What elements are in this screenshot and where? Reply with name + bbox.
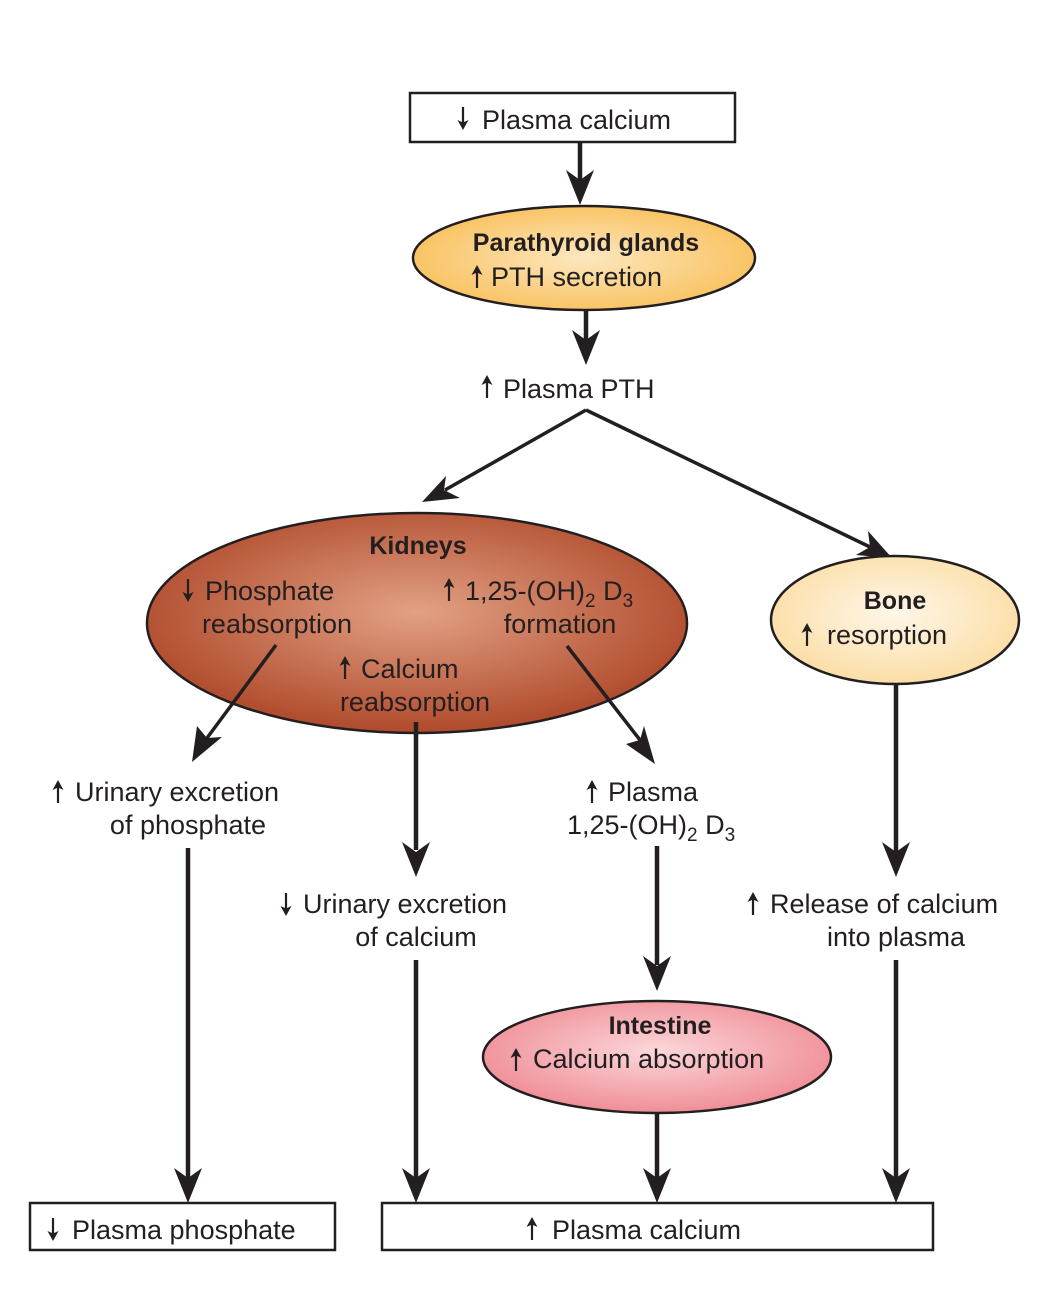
bone-text: resorption — [827, 620, 947, 650]
plasma-pth-label: Plasma PTH — [503, 374, 655, 404]
up-arrow-icon — [747, 892, 759, 916]
release-calcium-node: Release of calcium into plasma — [747, 889, 998, 952]
plasma-vitd-line1: Plasma — [608, 777, 699, 807]
urinary-phosphate-line1: Urinary excretion — [75, 777, 279, 807]
bone-title: Bone — [864, 587, 927, 615]
up-arrow-icon — [52, 780, 64, 804]
arrow-pth-to-kidneys — [422, 408, 587, 502]
release-calcium-line2: into plasma — [827, 922, 966, 952]
arrow-vitd-to-intestine — [643, 846, 671, 991]
arrow-pth-to-bone — [585, 408, 892, 558]
arrow-start-to-parathyroid — [566, 142, 594, 205]
bone-node: Bone resorption — [769, 554, 1021, 686]
urinary-calcium-line2: of calcium — [355, 922, 477, 952]
start-label: Plasma calcium — [482, 105, 671, 135]
kidneys-phosphate-line1: Phosphate — [205, 576, 334, 606]
urinary-calcium-line1: Urinary excretion — [303, 889, 507, 919]
up-arrow-icon — [481, 375, 493, 399]
kidneys-title: Kidneys — [369, 532, 466, 560]
arrow-intestine-to-plasma-calcium — [643, 1113, 671, 1203]
plasma-pth-node: Plasma PTH — [481, 374, 655, 404]
kidneys-calcium-line2: reabsorption — [340, 687, 490, 717]
start-plasma-calcium-box: Plasma calcium — [408, 91, 737, 144]
parathyroid-glands-node: Parathyroid glands PTH secretion — [411, 204, 757, 312]
kidneys-vitd-line1: 1,25-(OH)2 D3 — [465, 576, 633, 612]
plasma-vitd-line2: 1,25-(OH)2 D3 — [567, 810, 735, 846]
kidneys-phosphate-line2: reabsorption — [202, 609, 352, 639]
up-arrow-icon — [586, 780, 598, 804]
urinary-phosphate-node: Urinary excretion of phosphate — [52, 777, 279, 840]
arrow-kidneys-to-plasma-vitd — [565, 644, 655, 764]
parathyroid-text: PTH secretion — [491, 262, 662, 292]
kidneys-calcium-line1: Calcium — [361, 654, 459, 684]
kidneys-vitd-line2: formation — [504, 609, 617, 639]
end-plasma-calcium-box: Plasma calcium — [380, 1201, 935, 1252]
arrow-parathyroid-to-pth — [572, 310, 600, 365]
arrow-kidneys-to-urinary-phosphate — [192, 643, 278, 762]
end-plasma-phosphate-box: Plasma phosphate — [28, 1201, 337, 1252]
end-calcium-label: Plasma calcium — [552, 1215, 741, 1245]
arrow-bone-to-release — [882, 684, 910, 877]
arrow-urinary-calcium-to-plasma-calcium — [402, 960, 430, 1203]
kidneys-node: Kidneys Phosphate reabsorption 1,25-(OH)… — [145, 511, 689, 735]
urinary-calcium-node: Urinary excretion of calcium — [280, 889, 507, 952]
down-arrow-icon — [280, 892, 292, 916]
release-calcium-line1: Release of calcium — [770, 889, 998, 919]
intestine-text: Calcium absorption — [533, 1044, 764, 1074]
plasma-vitd-node: Plasma 1,25-(OH)2 D3 — [567, 777, 735, 846]
urinary-phosphate-line2: of phosphate — [110, 810, 266, 840]
end-phosphate-label: Plasma phosphate — [72, 1215, 296, 1245]
intestine-title: Intestine — [609, 1012, 712, 1040]
arrow-urinary-phosphate-to-plasma-phosphate — [174, 848, 202, 1203]
parathyroid-title: Parathyroid glands — [473, 229, 699, 257]
intestine-node: Intestine Calcium absorption — [481, 999, 833, 1115]
arrow-kidneys-to-urinary-calcium — [402, 722, 430, 877]
arrow-release-to-plasma-calcium — [882, 960, 910, 1203]
